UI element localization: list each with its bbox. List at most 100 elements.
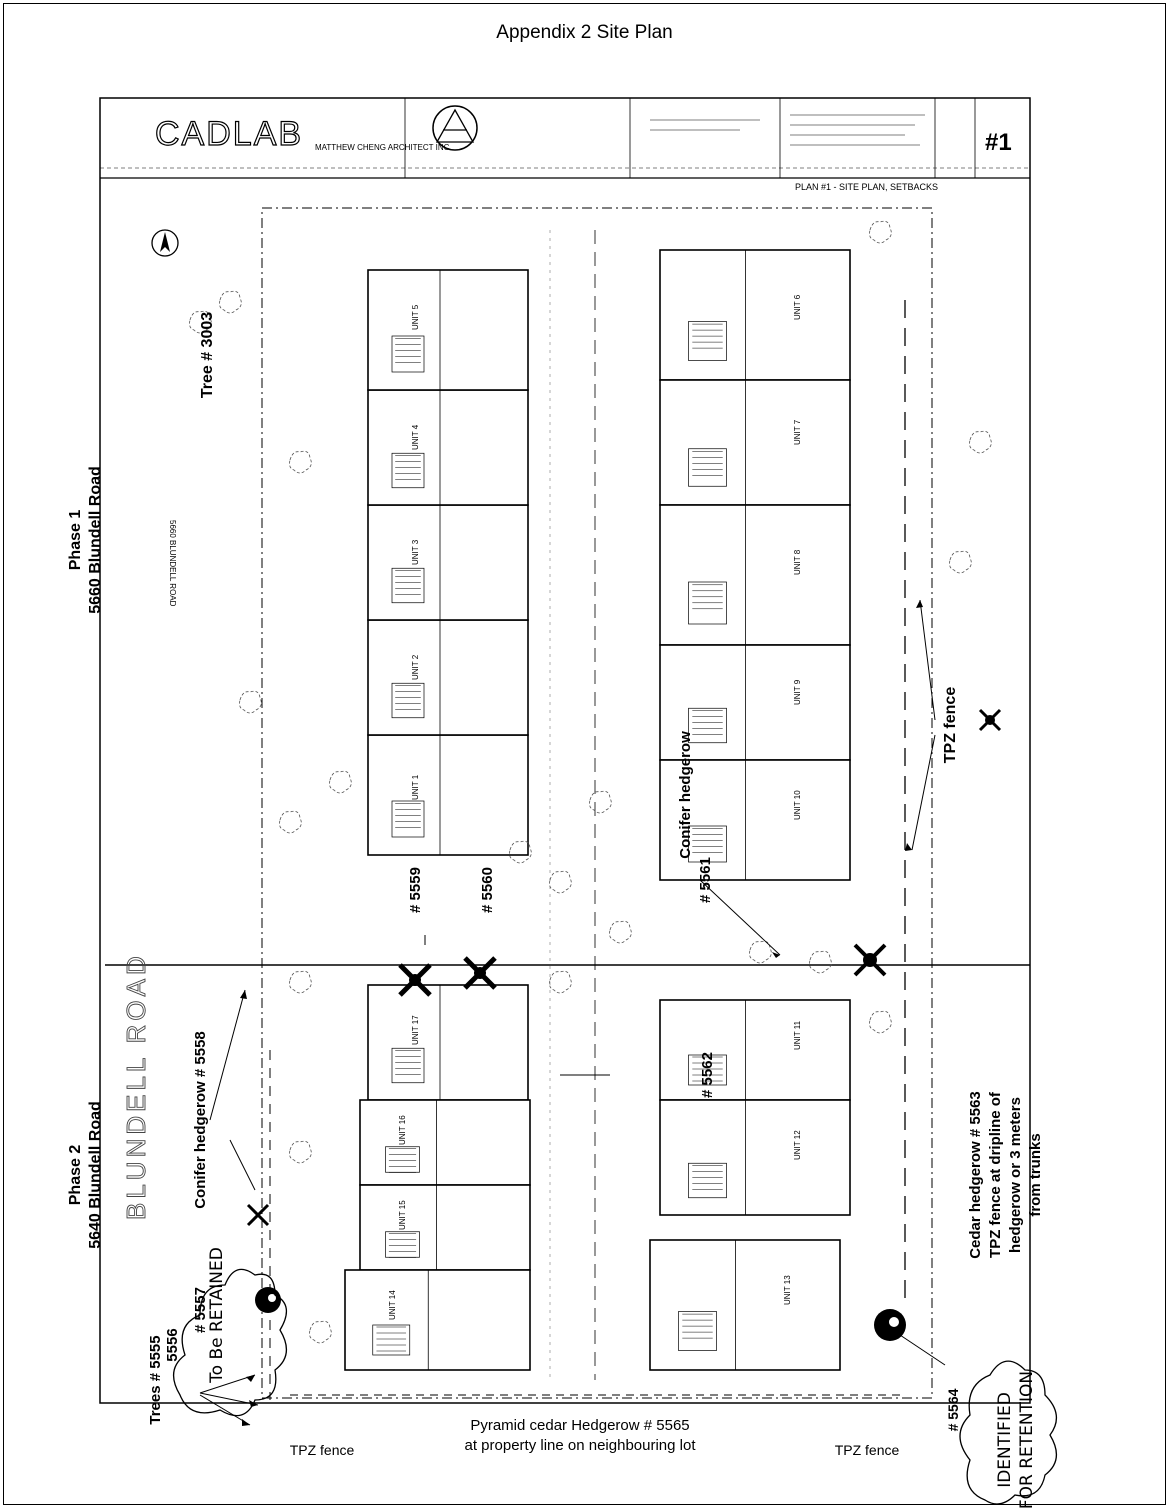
identified-note-b: FOR RETENTION — [1017, 1371, 1037, 1508]
sheet-number: #1 — [985, 129, 1012, 156]
tree-remove-marker-icon — [398, 963, 432, 997]
unit-label: UNIT 1 — [411, 774, 420, 800]
tree-sketch — [309, 1320, 332, 1344]
architect-logo-icon — [432, 105, 478, 151]
title-block: CADLAB MATTHEW CHENG ARCHITECT INC #1 PL… — [100, 98, 1030, 192]
pyramid-hedgerow-label-b: at property line on neighbouring lot — [465, 1437, 697, 1454]
unit-label: UNIT 5 — [411, 304, 420, 330]
tree-sketch — [289, 970, 312, 994]
tree-sketch — [589, 790, 612, 814]
unit-building: UNIT 15 — [359, 1184, 531, 1271]
page-title: Appendix 2 Site Plan — [496, 22, 673, 43]
tree-5559-label: # 5559 — [407, 867, 424, 913]
retained-note: To Be RETAINED — [207, 1247, 227, 1384]
sheet-border — [99, 97, 1031, 1404]
architect-name: MATTHEW CHENG ARCHITECT INC — [315, 143, 450, 152]
unit-building: UNIT 8 — [659, 504, 851, 646]
unit-label: UNIT 8 — [793, 549, 802, 575]
cedar-5563-label-b: TPZ fence at dripline of — [987, 1091, 1004, 1258]
unit-building: UNIT 12 — [659, 1099, 851, 1216]
unit-label: UNIT 6 — [793, 294, 802, 320]
unit-building: UNIT 16 — [359, 1099, 531, 1186]
tree-sketch — [869, 220, 892, 244]
tree-5562-label: # 5562 — [699, 1052, 716, 1098]
tree-retain-marker-icon — [874, 1309, 906, 1341]
unit-label: UNIT 10 — [793, 790, 802, 820]
tree-remove-marker-icon — [463, 956, 497, 990]
unit-building: UNIT 1 — [367, 734, 529, 856]
tree-sketch — [329, 770, 352, 794]
unit-label: UNIT 2 — [411, 654, 420, 680]
unit-building: UNIT 11 — [659, 999, 851, 1101]
identified-note-a: IDENTIFIED — [995, 1392, 1015, 1488]
street-label-small: 5660 BLUNDELL ROAD — [168, 520, 177, 607]
tree-sketch — [749, 940, 772, 964]
tree-3003-label: Tree # 3003 — [199, 312, 216, 398]
tree-sketch — [869, 1010, 892, 1034]
north-arrow-icon — [151, 229, 179, 257]
tree-5560-label: # 5560 — [479, 867, 496, 913]
tree-retain-marker-icon — [255, 1287, 281, 1313]
tpz-fence-label-bl: TPZ fence — [290, 1442, 355, 1458]
building-row-phase1-west: UNIT 1 UNIT 2 UNIT 3 UNIT 4 UNIT 5 — [367, 269, 529, 856]
vegetation-sketches — [189, 220, 992, 1344]
conifer-5558-label: Conifer hedgerow # 5558 — [192, 1031, 209, 1209]
unit-building: UNIT 13 — [649, 1239, 841, 1371]
firm-logo: CADLAB — [155, 115, 303, 153]
building-row-phase2: UNIT 17 UNIT 16 UNIT 15 UNIT 14 UNIT 11 UNIT … — [344, 984, 851, 1371]
retained-note-cloud: To Be RETAINED — [173, 1247, 287, 1417]
unit-label: UNIT 17 — [411, 1015, 420, 1045]
cedar-5563-label-d: from trunks — [1027, 1133, 1044, 1216]
tree-sketch — [509, 840, 532, 864]
tree-remove-marker-icon — [246, 1203, 270, 1227]
conifer-5561-label-b: # 5561 — [697, 857, 714, 903]
unit-label: UNIT 13 — [783, 1275, 792, 1305]
tree-sketch — [549, 970, 572, 994]
unit-building: UNIT 3 — [367, 504, 529, 621]
cedar-5563-label-c: hedgerow or 3 meters — [1007, 1097, 1024, 1253]
tpz-fence-label-east: TPZ fence — [942, 687, 959, 764]
unit-label: UNIT 11 — [793, 1020, 802, 1050]
unit-building: UNIT 10 — [659, 759, 851, 881]
callout-arrows — [199, 599, 946, 1426]
tree-remove-marker-icon — [978, 708, 1002, 732]
unit-building: UNIT 5 — [367, 269, 529, 391]
tree-remove-marker-icon — [853, 943, 887, 977]
unit-label: UNIT 12 — [793, 1130, 802, 1160]
page-frame — [3, 3, 1166, 1505]
tree-sketch — [969, 430, 992, 454]
tpz-fence-label-br: TPZ fence — [835, 1442, 900, 1458]
unit-label: UNIT 3 — [411, 539, 420, 565]
tree-sketch — [609, 920, 632, 944]
unit-label: UNIT 16 — [398, 1115, 407, 1145]
tree-sketch — [289, 450, 312, 474]
property-line — [261, 207, 933, 1399]
tree-5564-label: # 5564 — [945, 1388, 961, 1431]
unit-building: UNIT 14 — [344, 1269, 531, 1371]
unit-label: UNIT 4 — [411, 424, 420, 450]
phase2-title: Phase 2 — [67, 1145, 84, 1206]
tree-sketch — [549, 870, 572, 894]
tree-sketch — [239, 690, 262, 714]
tree-sketch — [289, 1140, 312, 1164]
trees-5555-label-a: Trees # 5555 — [147, 1335, 164, 1424]
tree-sketch — [809, 950, 832, 974]
phase1-title: Phase 1 — [67, 510, 84, 571]
unit-building: UNIT 2 — [367, 619, 529, 736]
phase1-address: 5660 Blundell Road — [87, 466, 104, 614]
arrowheads — [240, 600, 923, 1426]
tree-sketch — [949, 550, 972, 574]
phase2-address: 5640 Blundell Road — [87, 1101, 104, 1249]
unit-label: UNIT 9 — [793, 679, 802, 705]
tree-sketch — [189, 310, 212, 334]
unit-building: UNIT 4 — [367, 389, 529, 506]
unit-building: UNIT 9 — [659, 644, 851, 761]
unit-label: UNIT 15 — [398, 1200, 407, 1230]
unit-building: UNIT 17 — [367, 984, 529, 1101]
trees-5555-label-b: 5556 — [164, 1328, 181, 1361]
tree-sketch — [219, 290, 242, 314]
unit-building: UNIT 6 — [659, 249, 851, 381]
identified-note-cloud: IDENTIFIED FOR RETENTION — [959, 1360, 1057, 1508]
